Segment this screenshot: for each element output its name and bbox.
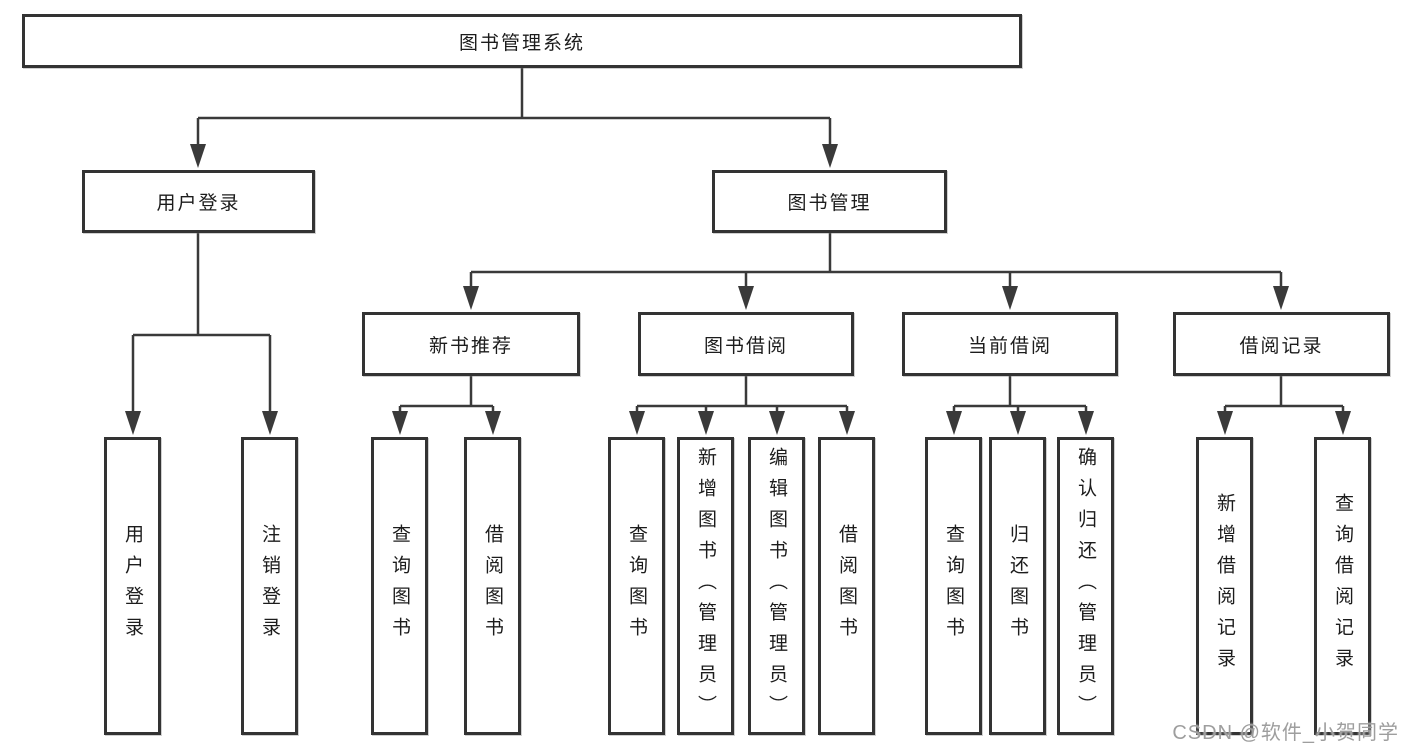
node-leaf-query-books-current: 查询图书 bbox=[925, 437, 982, 735]
watermark: CSDN @软件_小贺同学 bbox=[1172, 722, 1399, 744]
node-current-borrow: 当前借阅 bbox=[902, 312, 1118, 376]
node-leaf-borrow-books: 借阅图书 bbox=[818, 437, 875, 735]
node-leaf-add-books-admin: 新增图书（管理员） bbox=[677, 437, 734, 735]
node-new-book-recommend: 新书推荐 bbox=[362, 312, 580, 376]
node-leaf-query-books-borrow: 查询图书 bbox=[608, 437, 665, 735]
node-book-management: 图书管理 bbox=[712, 170, 947, 233]
node-user-login: 用户登录 bbox=[82, 170, 315, 233]
node-leaf-return-books: 归还图书 bbox=[989, 437, 1046, 735]
node-leaf-add-borrow-record: 新增借阅记录 bbox=[1196, 437, 1253, 735]
node-leaf-borrow-books-recommend: 借阅图书 bbox=[464, 437, 521, 735]
node-leaf-edit-books-admin: 编辑图书（管理员） bbox=[748, 437, 805, 735]
node-book-borrow: 图书借阅 bbox=[638, 312, 854, 376]
node-leaf-query-books-recommend: 查询图书 bbox=[371, 437, 428, 735]
node-leaf-logout: 注销登录 bbox=[241, 437, 298, 735]
node-borrow-records: 借阅记录 bbox=[1173, 312, 1390, 376]
node-leaf-query-borrow-record: 查询借阅记录 bbox=[1314, 437, 1371, 735]
node-leaf-confirm-return-admin: 确认归还（管理员） bbox=[1057, 437, 1114, 735]
node-leaf-user-login: 用户登录 bbox=[104, 437, 161, 735]
node-root: 图书管理系统 bbox=[22, 14, 1022, 68]
connector-paths bbox=[131, 68, 1345, 413]
